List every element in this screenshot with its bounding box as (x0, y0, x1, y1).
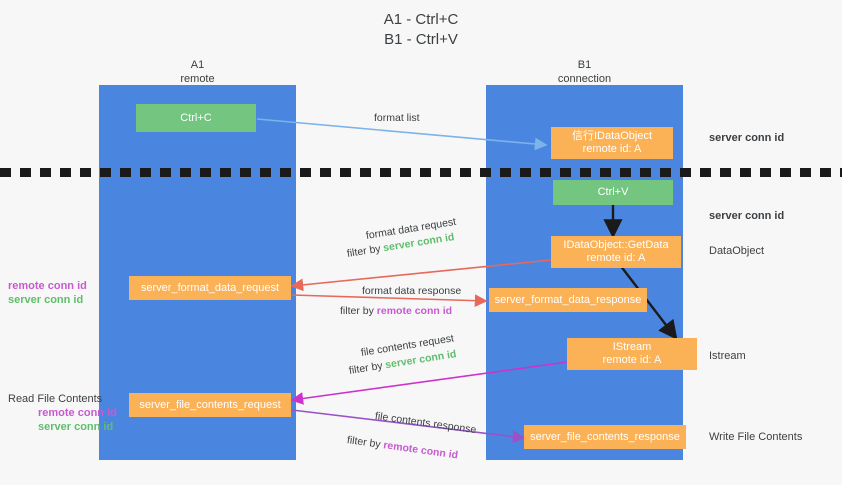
edge-label-format-data-response: format data response (362, 285, 462, 297)
note-remote-conn-id-2: remote conn id (38, 407, 117, 419)
node-server-file-contents-response[interactable]: server_file_contents_response (524, 425, 686, 449)
node-ctrl-v-label: Ctrl+V (597, 186, 629, 198)
edge-label-format-list: format list (374, 112, 420, 124)
node-ctrl-c[interactable]: Ctrl+C (136, 104, 256, 132)
note-server-conn-id-2: server conn id (38, 421, 114, 433)
node-server-file-contents-request[interactable]: server_file_contents_request (129, 393, 291, 417)
edge-label-format-data-response-filter: filter by remote conn id (340, 304, 452, 318)
node-idataobject-sublabel: remote id: A (582, 143, 642, 155)
node-server-format-data-request-label: server_format_data_request (140, 281, 280, 294)
filter-prefix: filter by (346, 242, 385, 260)
lane-a1-subtitle: remote (180, 73, 215, 85)
note-server-conn-id-1: server conn id (8, 294, 84, 306)
node-getdata-sublabel: remote id: A (586, 252, 646, 264)
node-ctrl-v[interactable]: Ctrl+V (553, 180, 673, 205)
node-istream[interactable]: IStream remote id: A (567, 338, 697, 370)
filter-value-remote-conn-id: remote conn id (376, 305, 453, 317)
node-server-file-contents-response-label: server_file_contents_response (530, 430, 680, 443)
node-idataobject[interactable]: 信行IDataObject remote id: A (551, 127, 673, 159)
title-line-2: B1 - Ctrl+V (384, 31, 458, 48)
filter-value-remote-conn-id: remote conn id (382, 439, 459, 462)
note-write-file-contents: Write File Contents (709, 431, 803, 443)
note-server-conn-id-second: server conn id (709, 210, 785, 222)
lane-b1-subtitle: connection (557, 73, 612, 85)
node-server-format-data-response[interactable]: server_format_data_response (489, 288, 647, 312)
filter-prefix: filter by (346, 434, 385, 452)
note-conn-ids-upper: remote conn id server conn id (8, 279, 87, 307)
note-read-file-contents: Read File Contents (8, 393, 103, 405)
lane-a1-title: A1 (190, 59, 205, 71)
edge-label-file-contents-response: file contents response (374, 410, 477, 437)
note-server-conn-id-top: server conn id (709, 132, 785, 144)
note-remote-conn-id-1: remote conn id (8, 280, 87, 292)
node-getdata[interactable]: IDataObject::GetData remote id: A (551, 236, 681, 268)
note-data-object: DataObject (709, 245, 765, 257)
node-istream-sublabel: remote id: A (602, 354, 662, 366)
node-ctrl-c-label: Ctrl+C (180, 111, 212, 124)
node-istream-label: IStream (612, 341, 652, 353)
node-getdata-label: IDataObject::GetData (563, 239, 669, 251)
page-title: A1 - Ctrl+C B1 - Ctrl+V (0, 10, 842, 50)
node-server-format-data-request[interactable]: server_format_data_request (129, 276, 291, 300)
note-read-file-contents-group: Read File Contents remote conn id server… (8, 392, 117, 434)
title-line-1: A1 - Ctrl+C (383, 11, 459, 28)
node-server-format-data-response-label: server_format_data_response (494, 293, 642, 306)
filter-prefix: filter by (340, 305, 377, 317)
lane-header-b1: B1 connection (486, 58, 683, 86)
node-server-file-contents-request-label: server_file_contents_request (139, 398, 281, 411)
dashed-divider (0, 168, 842, 177)
note-istream: Istream (709, 350, 746, 362)
lane-b1-title: B1 (577, 59, 592, 71)
edge-label-file-contents-response-filter: filter by remote conn id (346, 433, 459, 462)
filter-prefix: filter by (348, 359, 387, 377)
node-idataobject-label: 信行IDataObject (571, 130, 653, 142)
lane-header-a1: A1 remote (99, 58, 296, 86)
